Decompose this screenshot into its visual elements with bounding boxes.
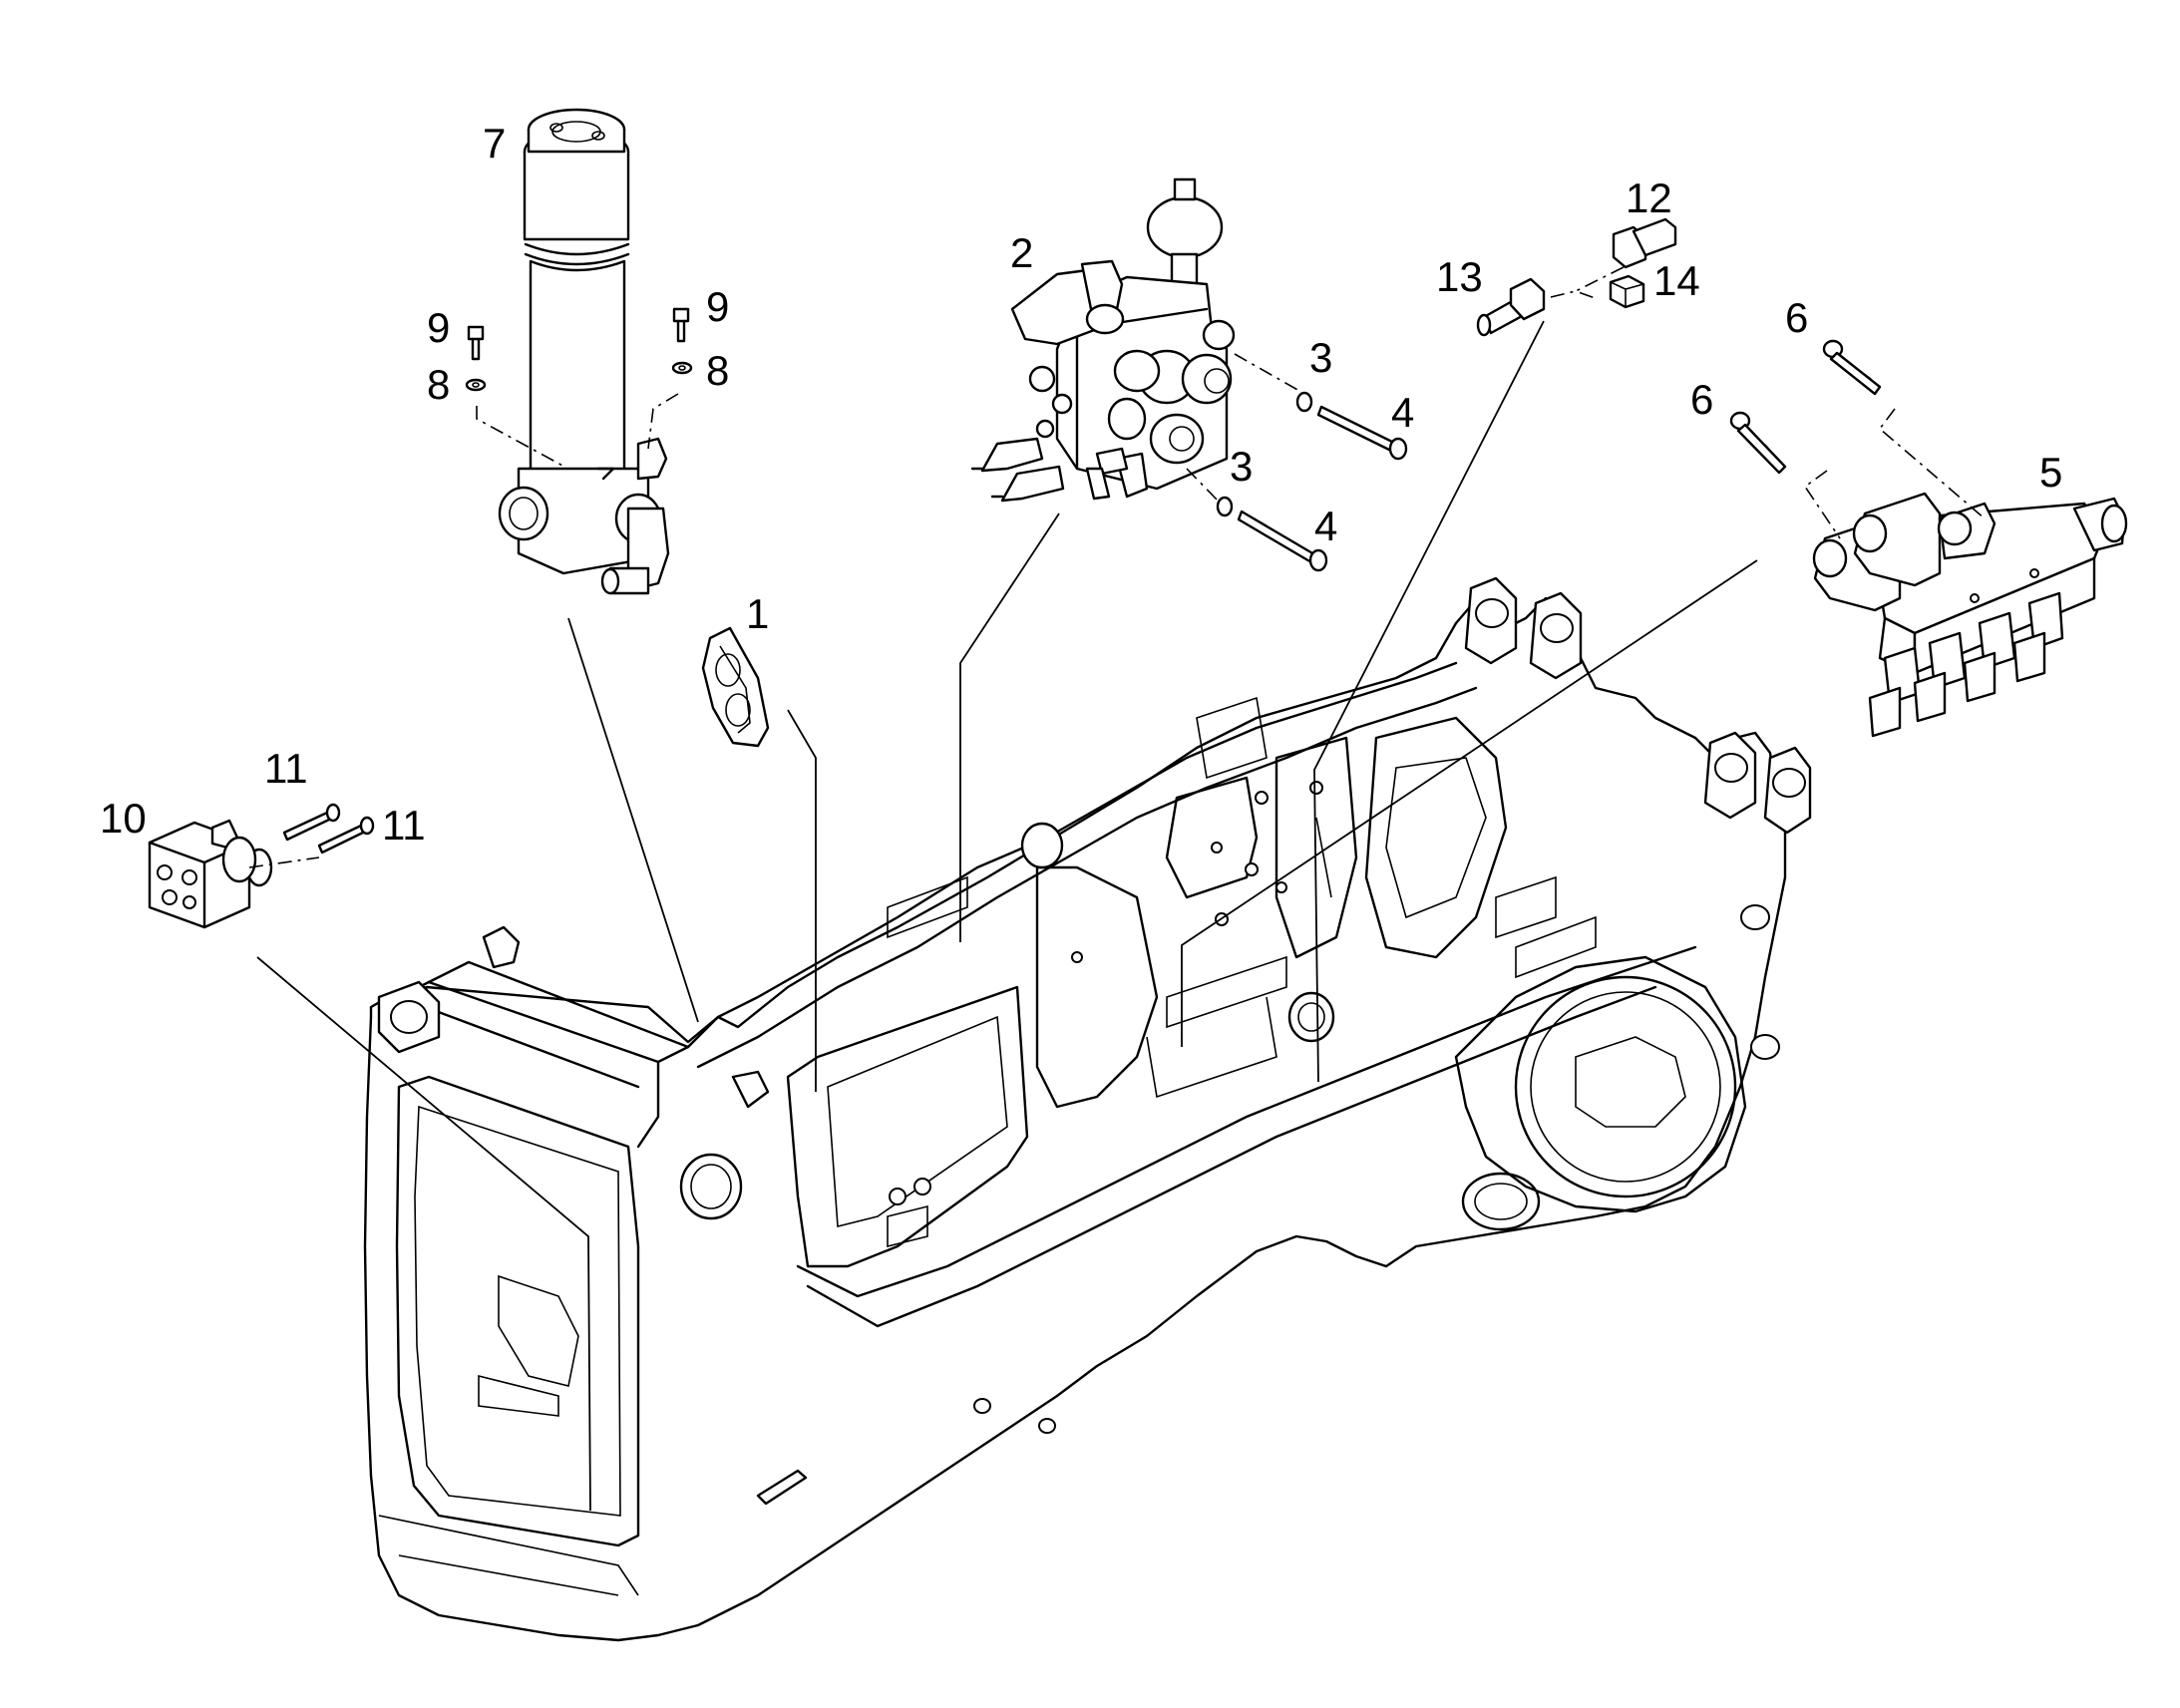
callout-1: 1 [746, 590, 769, 637]
callout-7: 7 [483, 120, 506, 167]
part-13-adapter [1476, 277, 1546, 337]
callout-10: 10 [100, 795, 147, 842]
callout-3-lower: 3 [1230, 443, 1253, 490]
callout-6-upper: 6 [1785, 294, 1808, 341]
fitting-assembly-line [1550, 266, 1625, 300]
part-10-mounting-block [148, 819, 320, 929]
callout-8-right: 8 [706, 347, 729, 394]
part-8-washer-right [671, 361, 693, 375]
leader-lines [256, 320, 1758, 1512]
chassis-frame [363, 576, 1812, 1642]
callout-12: 12 [1626, 174, 1672, 221]
part-2-valve-block [970, 177, 1300, 503]
part-6-bolt-lower [1729, 411, 1787, 475]
callout-8-left: 8 [427, 361, 450, 408]
callout-6-lower: 6 [1690, 376, 1713, 423]
callout-13: 13 [1436, 253, 1483, 300]
part-3-washer-lower [1216, 496, 1234, 517]
part-4-bolt-upper [1316, 405, 1408, 461]
part-4-bolt-lower [1237, 510, 1328, 572]
callout-5: 5 [2039, 449, 2062, 496]
callout-14: 14 [1653, 257, 1700, 304]
part-11-bolt-lower [317, 816, 375, 854]
callout-9-left: 9 [427, 304, 450, 351]
part-3-washer-upper [1295, 391, 1313, 413]
callout-4-lower: 4 [1314, 503, 1337, 549]
part-5-valve-manifold [1803, 408, 2128, 738]
callout-3-upper: 3 [1309, 334, 1332, 381]
part-7-filter-housing [476, 108, 679, 595]
part-1-clamp [701, 626, 770, 748]
callout-9-right: 9 [706, 283, 729, 330]
callout-11-upper: 11 [264, 745, 308, 792]
part-14-nut [1609, 274, 1645, 309]
part-11-bolt-upper [282, 803, 341, 842]
part-12-plug [1612, 217, 1677, 269]
part-8-washer-left [465, 378, 487, 392]
callout-2: 2 [1010, 229, 1033, 276]
part-9-bolt-right [672, 307, 690, 343]
callout-11-lower: 11 [382, 802, 426, 849]
part-6-bolt-upper [1822, 339, 1882, 396]
callout-labels: 1 2 3 3 4 4 5 6 6 7 8 8 9 9 10 11 11 12 … [100, 120, 2062, 849]
callout-4-upper: 4 [1391, 389, 1414, 436]
part-9-bolt-left [467, 325, 485, 361]
